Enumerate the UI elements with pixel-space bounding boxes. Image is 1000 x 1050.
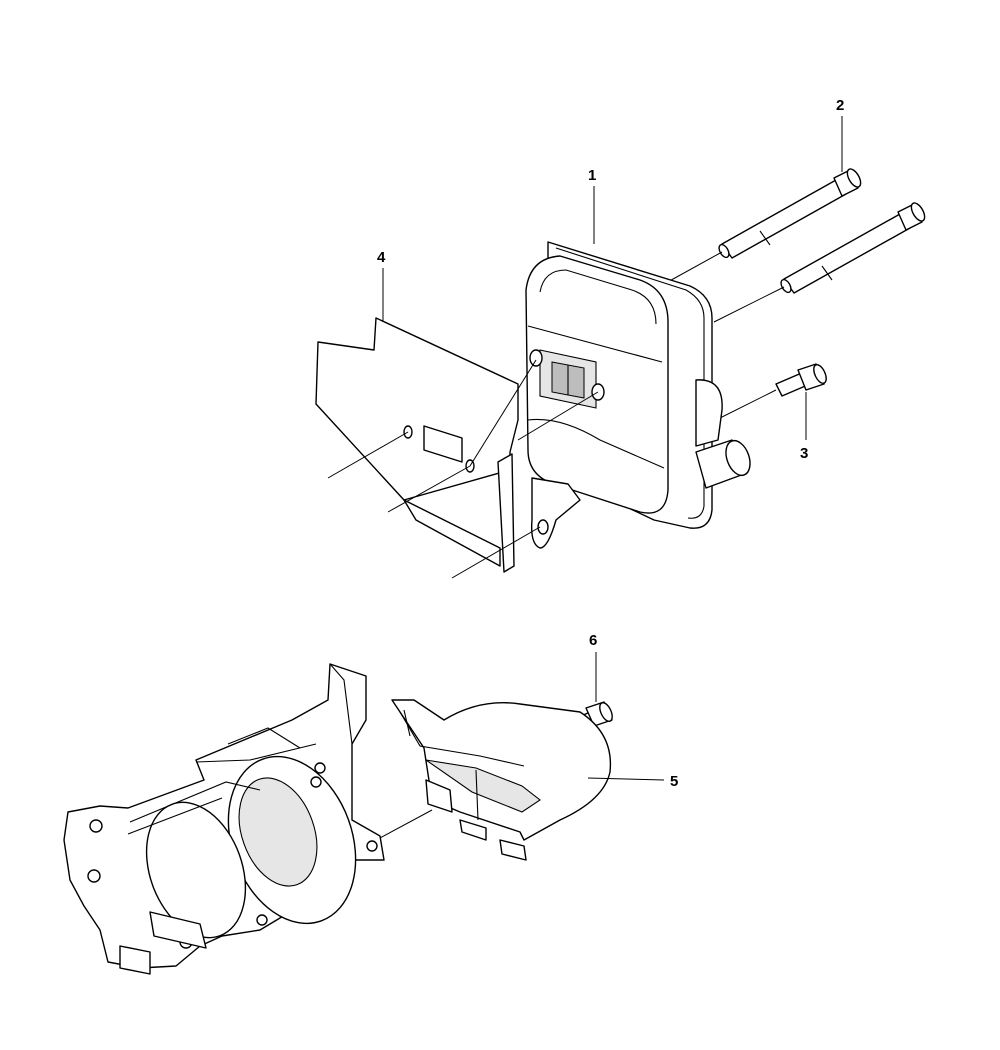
callout-1: 1: [588, 167, 596, 184]
callout-2: 2: [836, 97, 844, 114]
muffler-icon[interactable]: [525, 241, 754, 549]
muffler-guard-icon[interactable]: [391, 699, 612, 861]
crankcase-icon: [63, 663, 385, 975]
short-screw-icon[interactable]: [775, 363, 829, 397]
long-bolt-icon[interactable]: [717, 167, 927, 294]
callout-4: 4: [377, 249, 386, 266]
callout-3: 3: [800, 445, 808, 462]
callout-5: 5: [670, 773, 678, 790]
callout-6: 6: [589, 632, 597, 649]
heat-shield-plate-icon[interactable]: [315, 317, 519, 573]
